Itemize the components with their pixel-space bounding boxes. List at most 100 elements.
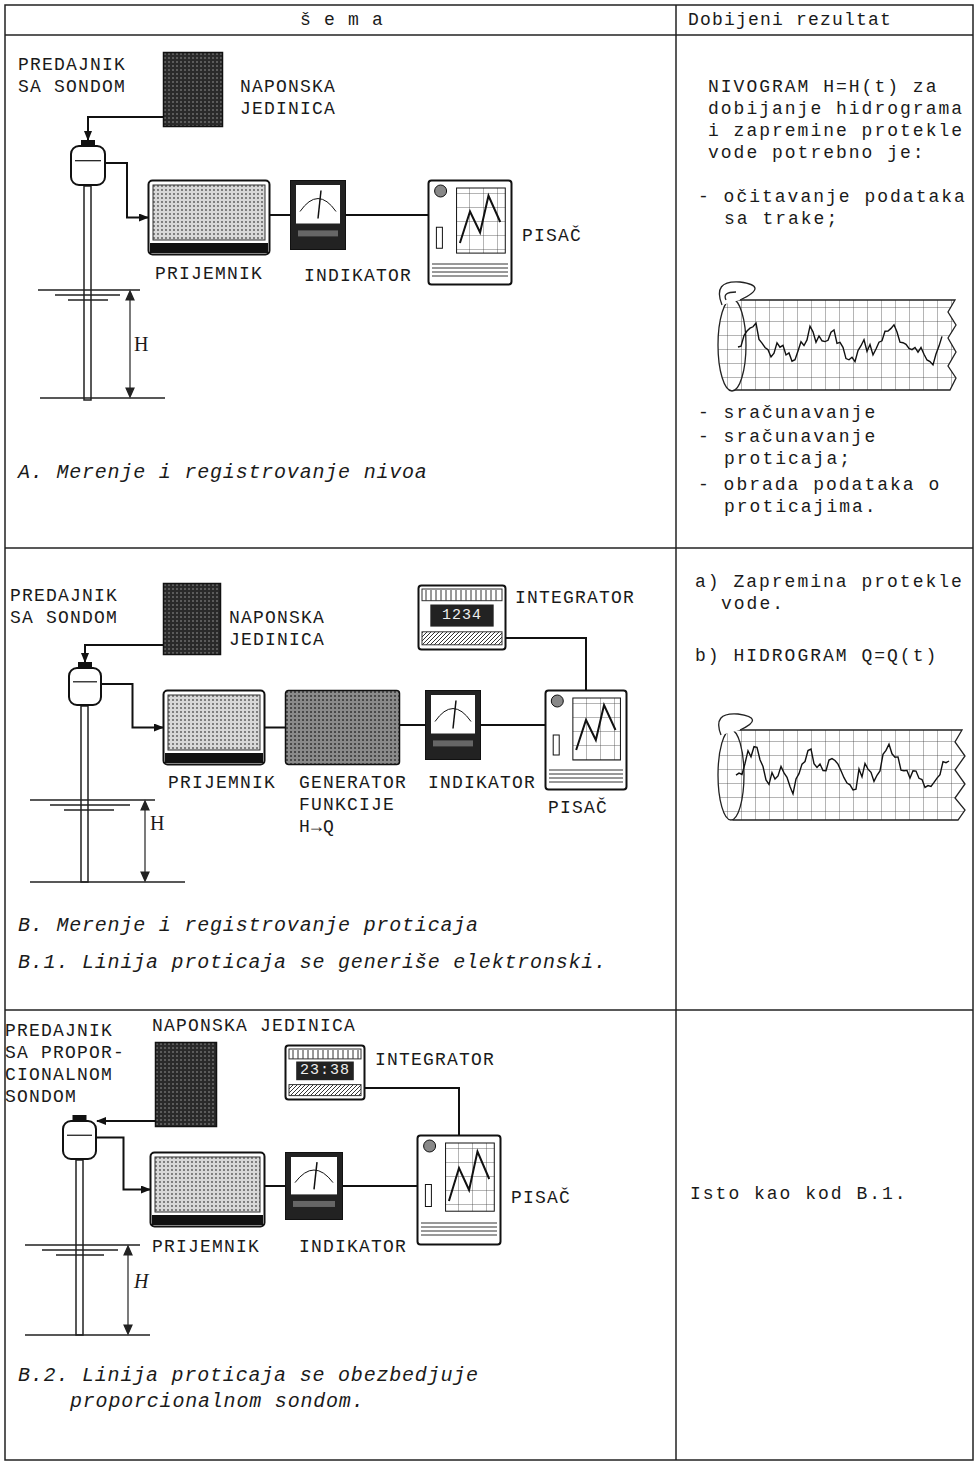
- drawing-part: [453, 701, 456, 729]
- signal-connector: [270, 214, 290, 216]
- drawing-part: [348, 1050, 349, 1059]
- column-divider: [675, 5, 677, 1460]
- drawing-part: [155, 1157, 260, 1212]
- drawing-part: [433, 740, 473, 746]
- water-level-symbol: [30, 800, 185, 882]
- drawing-part: [481, 590, 482, 601]
- drawing-part: [149, 181, 270, 255]
- drawing-part: [328, 1050, 329, 1059]
- drawing-part: [430, 605, 493, 627]
- signal-connector: [365, 1088, 459, 1135]
- drawing-part: [151, 1153, 265, 1227]
- dimension-line: [144, 802, 145, 880]
- drawing-part: [296, 1062, 354, 1081]
- drawing-part: [549, 778, 623, 779]
- probe-pole: [84, 186, 91, 400]
- water-level-symbol: [38, 290, 165, 398]
- drawing-part: [353, 1050, 354, 1059]
- dimension-label: H: [134, 1270, 150, 1292]
- table-text: b) HIDROGRAM Q=Q(t): [695, 645, 970, 667]
- dimension-label: H: [134, 333, 150, 355]
- device-integ: INTEGRATOR1234: [418, 585, 506, 650]
- drawing-part: [461, 590, 462, 601]
- device-drawing: [62, 1115, 97, 1160]
- table-text: š e m a: [300, 9, 384, 31]
- drawing-part: [286, 1153, 343, 1220]
- drawing-part: [73, 1115, 87, 1122]
- row-rule: [5, 547, 973, 549]
- device-drawing: [425, 690, 481, 760]
- table-text: Dobijeni rezultat: [688, 9, 892, 31]
- device-ind: INDIKATOR: [425, 690, 481, 760]
- drawing-part: [291, 181, 346, 250]
- device-label: INDIKATOR: [299, 1236, 407, 1258]
- strip-paper: [733, 730, 965, 820]
- row-rule: [5, 1009, 973, 1011]
- drawing-part: [291, 1157, 337, 1194]
- strip-trace: [736, 744, 949, 794]
- device-label: PREDAJNIK SA PROPOR- CIONALNOM SONDOM: [5, 1020, 135, 1108]
- strip-curl: [719, 714, 753, 735]
- device-tx: PREDAJNIK SA SONDOM: [68, 662, 102, 706]
- signal-connector: [106, 163, 148, 218]
- drawing-part: [491, 590, 492, 601]
- drawing-part: [338, 1050, 339, 1059]
- row-caption: B.1. Linija proticaja se generiše elektr…: [18, 950, 607, 976]
- drawing-part: [168, 695, 260, 750]
- drawing-part: [432, 264, 508, 265]
- drawing-part: [419, 586, 506, 650]
- device-drawing: [150, 1152, 265, 1227]
- drawing-part: [451, 590, 452, 601]
- drawing-part: [421, 1223, 497, 1224]
- drawing-part: [576, 705, 615, 750]
- drawing-part: [424, 1140, 436, 1152]
- drawing-part: [333, 1050, 334, 1059]
- chart-strip: [718, 714, 965, 820]
- strip-curl: [719, 282, 755, 305]
- drawing-part: [436, 227, 442, 248]
- header-rule: [5, 34, 973, 36]
- drawing-part: [435, 709, 471, 722]
- drawing-part: [429, 181, 512, 285]
- signal-connector: [343, 1185, 417, 1187]
- device-label: PRIJEMNIK: [152, 1236, 260, 1258]
- drawing-part: [295, 1170, 333, 1183]
- drawing-part: [298, 1050, 299, 1059]
- drawing-part: [78, 662, 92, 669]
- drawing-part: [449, 1152, 489, 1202]
- counter-digits: 23:38: [296, 1062, 354, 1081]
- device-pis: PISAČ: [428, 180, 512, 285]
- device-nap: NAPONSKA JEDINICA: [163, 583, 221, 655]
- device-ind: INDIKATOR: [290, 180, 346, 250]
- strip-paper: [735, 300, 956, 390]
- signal-connector: [97, 1138, 150, 1190]
- device-gen: GENERATOR FUNKCIJE H→Q: [285, 690, 400, 765]
- device-pis: PISAČ: [417, 1135, 501, 1245]
- drawing-part: [152, 1215, 263, 1225]
- table-grid: [5, 5, 973, 1460]
- drawing-part: [73, 681, 97, 682]
- drawing-part: [549, 774, 623, 775]
- drawing-part: [549, 782, 623, 783]
- table-text: a) Zapremina protekle vode.: [695, 571, 970, 615]
- strip-roll: [718, 730, 744, 820]
- device-label: NAPONSKA JEDINICA: [240, 76, 360, 120]
- signal-connector: [265, 727, 285, 729]
- device-label: PISAČ: [522, 225, 582, 247]
- drawing-part: [431, 590, 432, 601]
- device-prij: PRIJEMNIK: [150, 1152, 265, 1227]
- signal-connector: [97, 1120, 155, 1122]
- drawing-part: [303, 1050, 304, 1059]
- table-text: - sračunavanje: [698, 402, 970, 424]
- device-label: NAPONSKA JEDINICA: [152, 1015, 356, 1037]
- device-tx: PREDAJNIK SA PROPOR- CIONALNOM SONDOM: [62, 1115, 97, 1160]
- device-label: PISAČ: [548, 797, 608, 819]
- device-drawing: [428, 180, 512, 285]
- device-label: PRIJEMNIK: [168, 772, 276, 794]
- device-drawing: [68, 662, 102, 706]
- drawing-part: [457, 188, 506, 253]
- drawing-part: [164, 584, 221, 655]
- drawing-part: [358, 1050, 359, 1059]
- drawing-part: [553, 735, 559, 755]
- height-dimensions: [124, 291, 149, 1334]
